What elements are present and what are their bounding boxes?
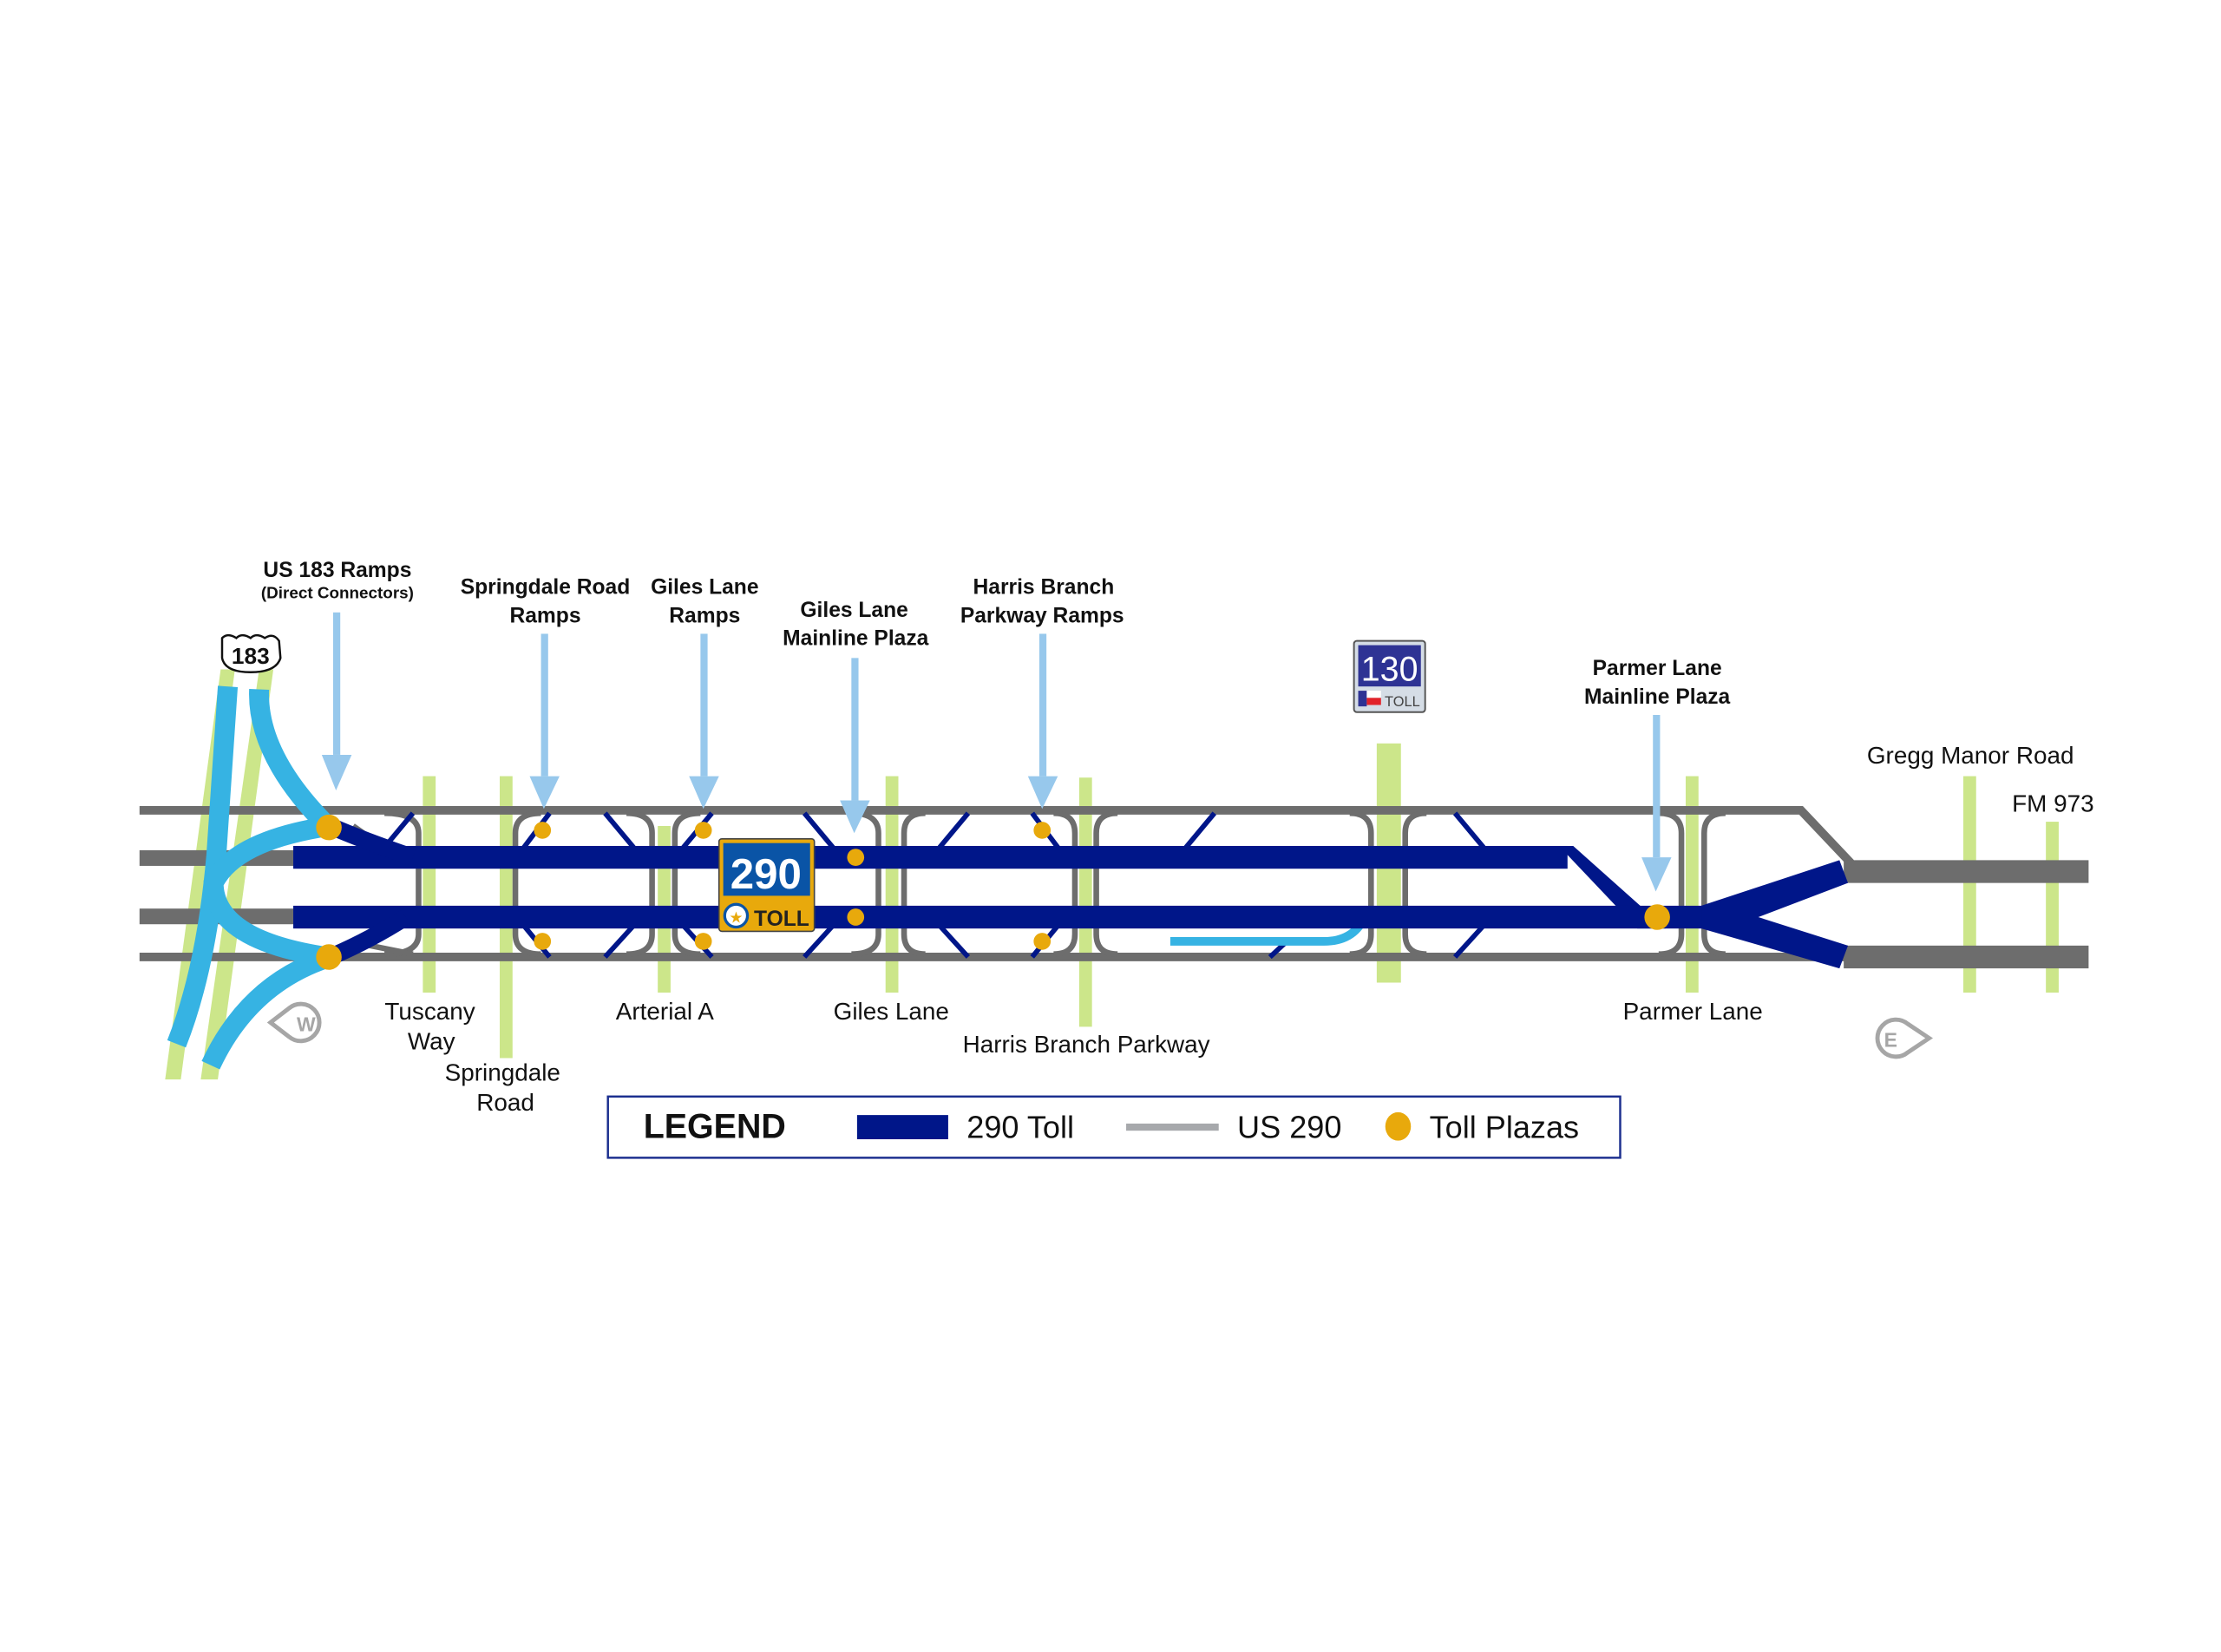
sh130-shield-number: 130 <box>1361 651 1418 689</box>
east-direction-marker: E <box>1875 1017 1934 1059</box>
cross-street-labels: Tuscany Way Springdale Road Arterial A G… <box>384 742 2093 1116</box>
label-fm973: FM 973 <box>2012 790 2094 817</box>
toll-plaza-us183-wb[interactable] <box>316 944 342 970</box>
toll290-shield: 290 ★ TOLL <box>717 837 816 933</box>
toll290-shield-number: 290 <box>731 850 802 898</box>
texas-flag-icon <box>1358 691 1381 707</box>
us290-frontage <box>139 806 1854 961</box>
cross-street-parmer <box>1685 776 1699 993</box>
callout-harris-line1: Harris Branch <box>973 576 1114 600</box>
callout-giles-mainline-line1: Giles Lane <box>800 599 907 622</box>
legend-box <box>606 1095 1622 1159</box>
callout-arrow-harris <box>1027 633 1058 810</box>
toll-plaza-harris-n[interactable] <box>1033 822 1052 839</box>
callout-giles-ramps-line1: Giles Lane <box>651 576 758 600</box>
toll-plaza-springdale-n[interactable] <box>534 822 552 839</box>
label-springdale-line2: Road <box>476 1089 534 1116</box>
toll-plaza-us183-eb[interactable] <box>316 814 342 841</box>
callout-us183-line1: US 183 Ramps <box>263 559 411 582</box>
callout-giles-ramps-line2: Ramps <box>669 604 740 627</box>
label-tuscany-line2: Way <box>408 1028 455 1055</box>
legend-label-us-290: US 290 <box>1237 1109 1341 1144</box>
us183-toll-connectors <box>326 817 416 966</box>
callout-arrows <box>321 612 1672 892</box>
toll-plaza-harris-s[interactable] <box>1033 933 1052 950</box>
toll-plaza-springdale-s[interactable] <box>534 933 552 950</box>
east-label: E <box>1884 1028 1897 1051</box>
callout-springdale-line2: Ramps <box>509 604 580 627</box>
callout-arrow-giles-ramps <box>689 633 719 810</box>
label-tuscany-line1: Tuscany <box>384 998 475 1025</box>
callout-parmer-line1: Parmer Lane <box>1593 657 1722 680</box>
callout-arrow-us183 <box>321 612 352 790</box>
label-gregg-manor: Gregg Manor Road <box>1867 742 2074 769</box>
cross-street-harris-branch <box>1078 777 1092 1027</box>
legend-swatch-290-toll <box>856 1115 948 1140</box>
us183-direct-connectors <box>167 685 335 1070</box>
west-label: W <box>297 1013 316 1035</box>
toll-plaza-giles-mainline-wb[interactable] <box>847 908 865 926</box>
sh130-shield: 130 TOLL <box>1353 639 1426 713</box>
label-springdale-line1: Springdale <box>445 1059 560 1086</box>
sh130-shield-label: TOLL <box>1385 694 1420 710</box>
label-parmer-lane: Parmer Lane <box>1623 998 1763 1025</box>
cross-street-giles <box>885 776 899 993</box>
label-arterial-a: Arterial A <box>616 998 714 1025</box>
legend-swatch-us-290 <box>1126 1123 1219 1131</box>
callout-giles-mainline-line2: Mainline Plaza <box>783 627 929 651</box>
toll-plazas <box>316 814 1670 970</box>
frontage-turnarounds <box>351 810 1726 957</box>
callout-arrow-parmer <box>1641 715 1672 892</box>
label-harris-branch: Harris Branch Parkway <box>963 1031 1210 1058</box>
toll290-shield-label: TOLL <box>754 908 809 931</box>
cross-street-gregg-manor <box>1962 776 1976 993</box>
us290-mainlanes-east <box>1844 860 2089 969</box>
toll-plaza-giles-ramp-n[interactable] <box>694 822 712 839</box>
toll-plaza-giles-mainline-eb[interactable] <box>847 849 865 866</box>
legend: LEGEND 290 Toll US 290 Toll Plazas <box>606 1095 1622 1159</box>
callout-parmer-line2: Mainline Plaza <box>1584 685 1731 709</box>
callout-arrow-springdale <box>529 633 560 810</box>
legend-label-toll-plazas: Toll Plazas <box>1430 1109 1580 1144</box>
west-direction-marker: W <box>266 1001 322 1044</box>
callout-arrow-giles-mainline <box>840 658 870 834</box>
label-giles-lane: Giles Lane <box>834 998 949 1025</box>
toll-290-mainlanes <box>293 845 1849 969</box>
legend-swatch-toll-plaza <box>1385 1111 1412 1141</box>
star-glyph: ★ <box>729 909 743 927</box>
callout-us183-line2: (Direct Connectors) <box>261 583 414 601</box>
legend-label-290-toll: 290 Toll <box>966 1109 1074 1144</box>
us183-shield-number: 183 <box>232 643 270 669</box>
legend-title: LEGEND <box>644 1107 786 1145</box>
toll-plaza-parmer-mainline[interactable] <box>1644 904 1670 930</box>
callout-harris-line2: Parkway Ramps <box>960 604 1124 627</box>
star-icon <box>723 902 750 929</box>
us183-shield: 183 <box>220 633 282 674</box>
callout-springdale-line1: Springdale Road <box>461 576 631 600</box>
toll-plaza-giles-ramp-s[interactable] <box>694 933 712 950</box>
callout-labels: US 183 Ramps (Direct Connectors) Springd… <box>261 559 1731 709</box>
cross-street-tuscany <box>423 776 436 993</box>
